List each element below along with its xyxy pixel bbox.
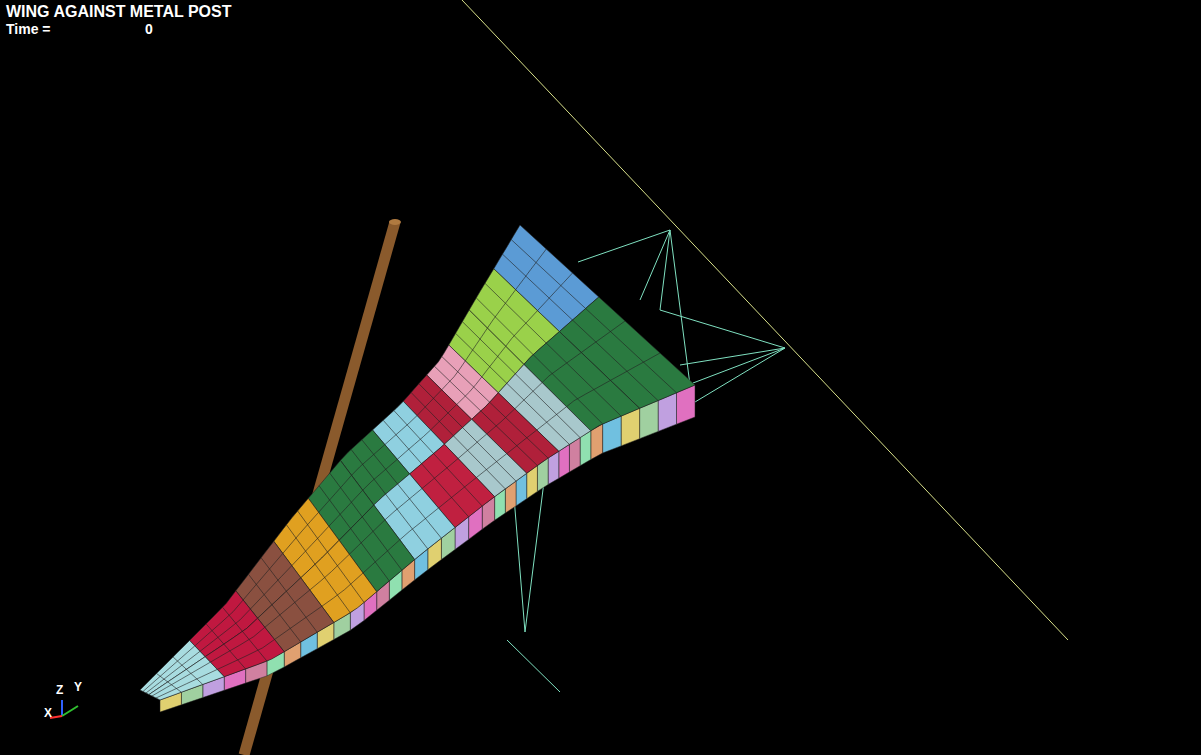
ground-line	[462, 0, 1068, 640]
mesh-line	[581, 321, 625, 353]
wing-mesh	[140, 225, 695, 712]
title: WING AGAINST METAL POST	[6, 3, 231, 21]
axis-label: X	[44, 706, 52, 720]
mesh-line	[156, 669, 217, 698]
mesh-line	[200, 609, 250, 651]
mesh-line	[206, 624, 245, 669]
mesh-line	[250, 566, 291, 610]
mesh-line	[275, 606, 322, 639]
mesh-line	[319, 475, 352, 512]
mesh-line	[516, 249, 547, 290]
mesh-line	[457, 377, 482, 405]
time-label: Time =	[6, 21, 51, 37]
mesh-line	[152, 662, 210, 696]
mesh-line	[465, 328, 487, 361]
mesh-line	[482, 346, 506, 377]
axis-label: Y	[74, 680, 82, 694]
mesh-line	[223, 607, 267, 661]
mesh-part	[149, 657, 224, 700]
mesh-line	[173, 657, 203, 685]
mesh-line	[363, 540, 400, 573]
mesh-line	[363, 459, 398, 490]
mesh-line	[322, 573, 363, 606]
mesh-line	[349, 520, 385, 554]
time-value: 0	[145, 21, 153, 37]
mesh-line	[217, 640, 274, 670]
mesh-line	[610, 353, 660, 380]
mesh-line	[506, 311, 538, 347]
mesh-line	[146, 651, 200, 693]
axis-triad	[50, 700, 78, 718]
mesh-line	[400, 508, 439, 540]
mesh-line	[422, 459, 458, 489]
mesh-line	[210, 627, 264, 662]
mesh-line	[385, 489, 422, 520]
mesh-line	[329, 490, 363, 526]
mesh-line	[352, 445, 385, 476]
mesh-line	[542, 353, 581, 383]
mesh-line	[537, 407, 567, 430]
mesh-line	[261, 558, 317, 632]
mesh-line	[143, 646, 195, 692]
mesh-line	[439, 478, 477, 508]
mesh-line	[265, 590, 310, 627]
mesh-line	[157, 673, 182, 692]
axis-label: Z	[56, 683, 63, 697]
mesh-line	[476, 454, 506, 478]
mesh-part	[205, 618, 284, 677]
